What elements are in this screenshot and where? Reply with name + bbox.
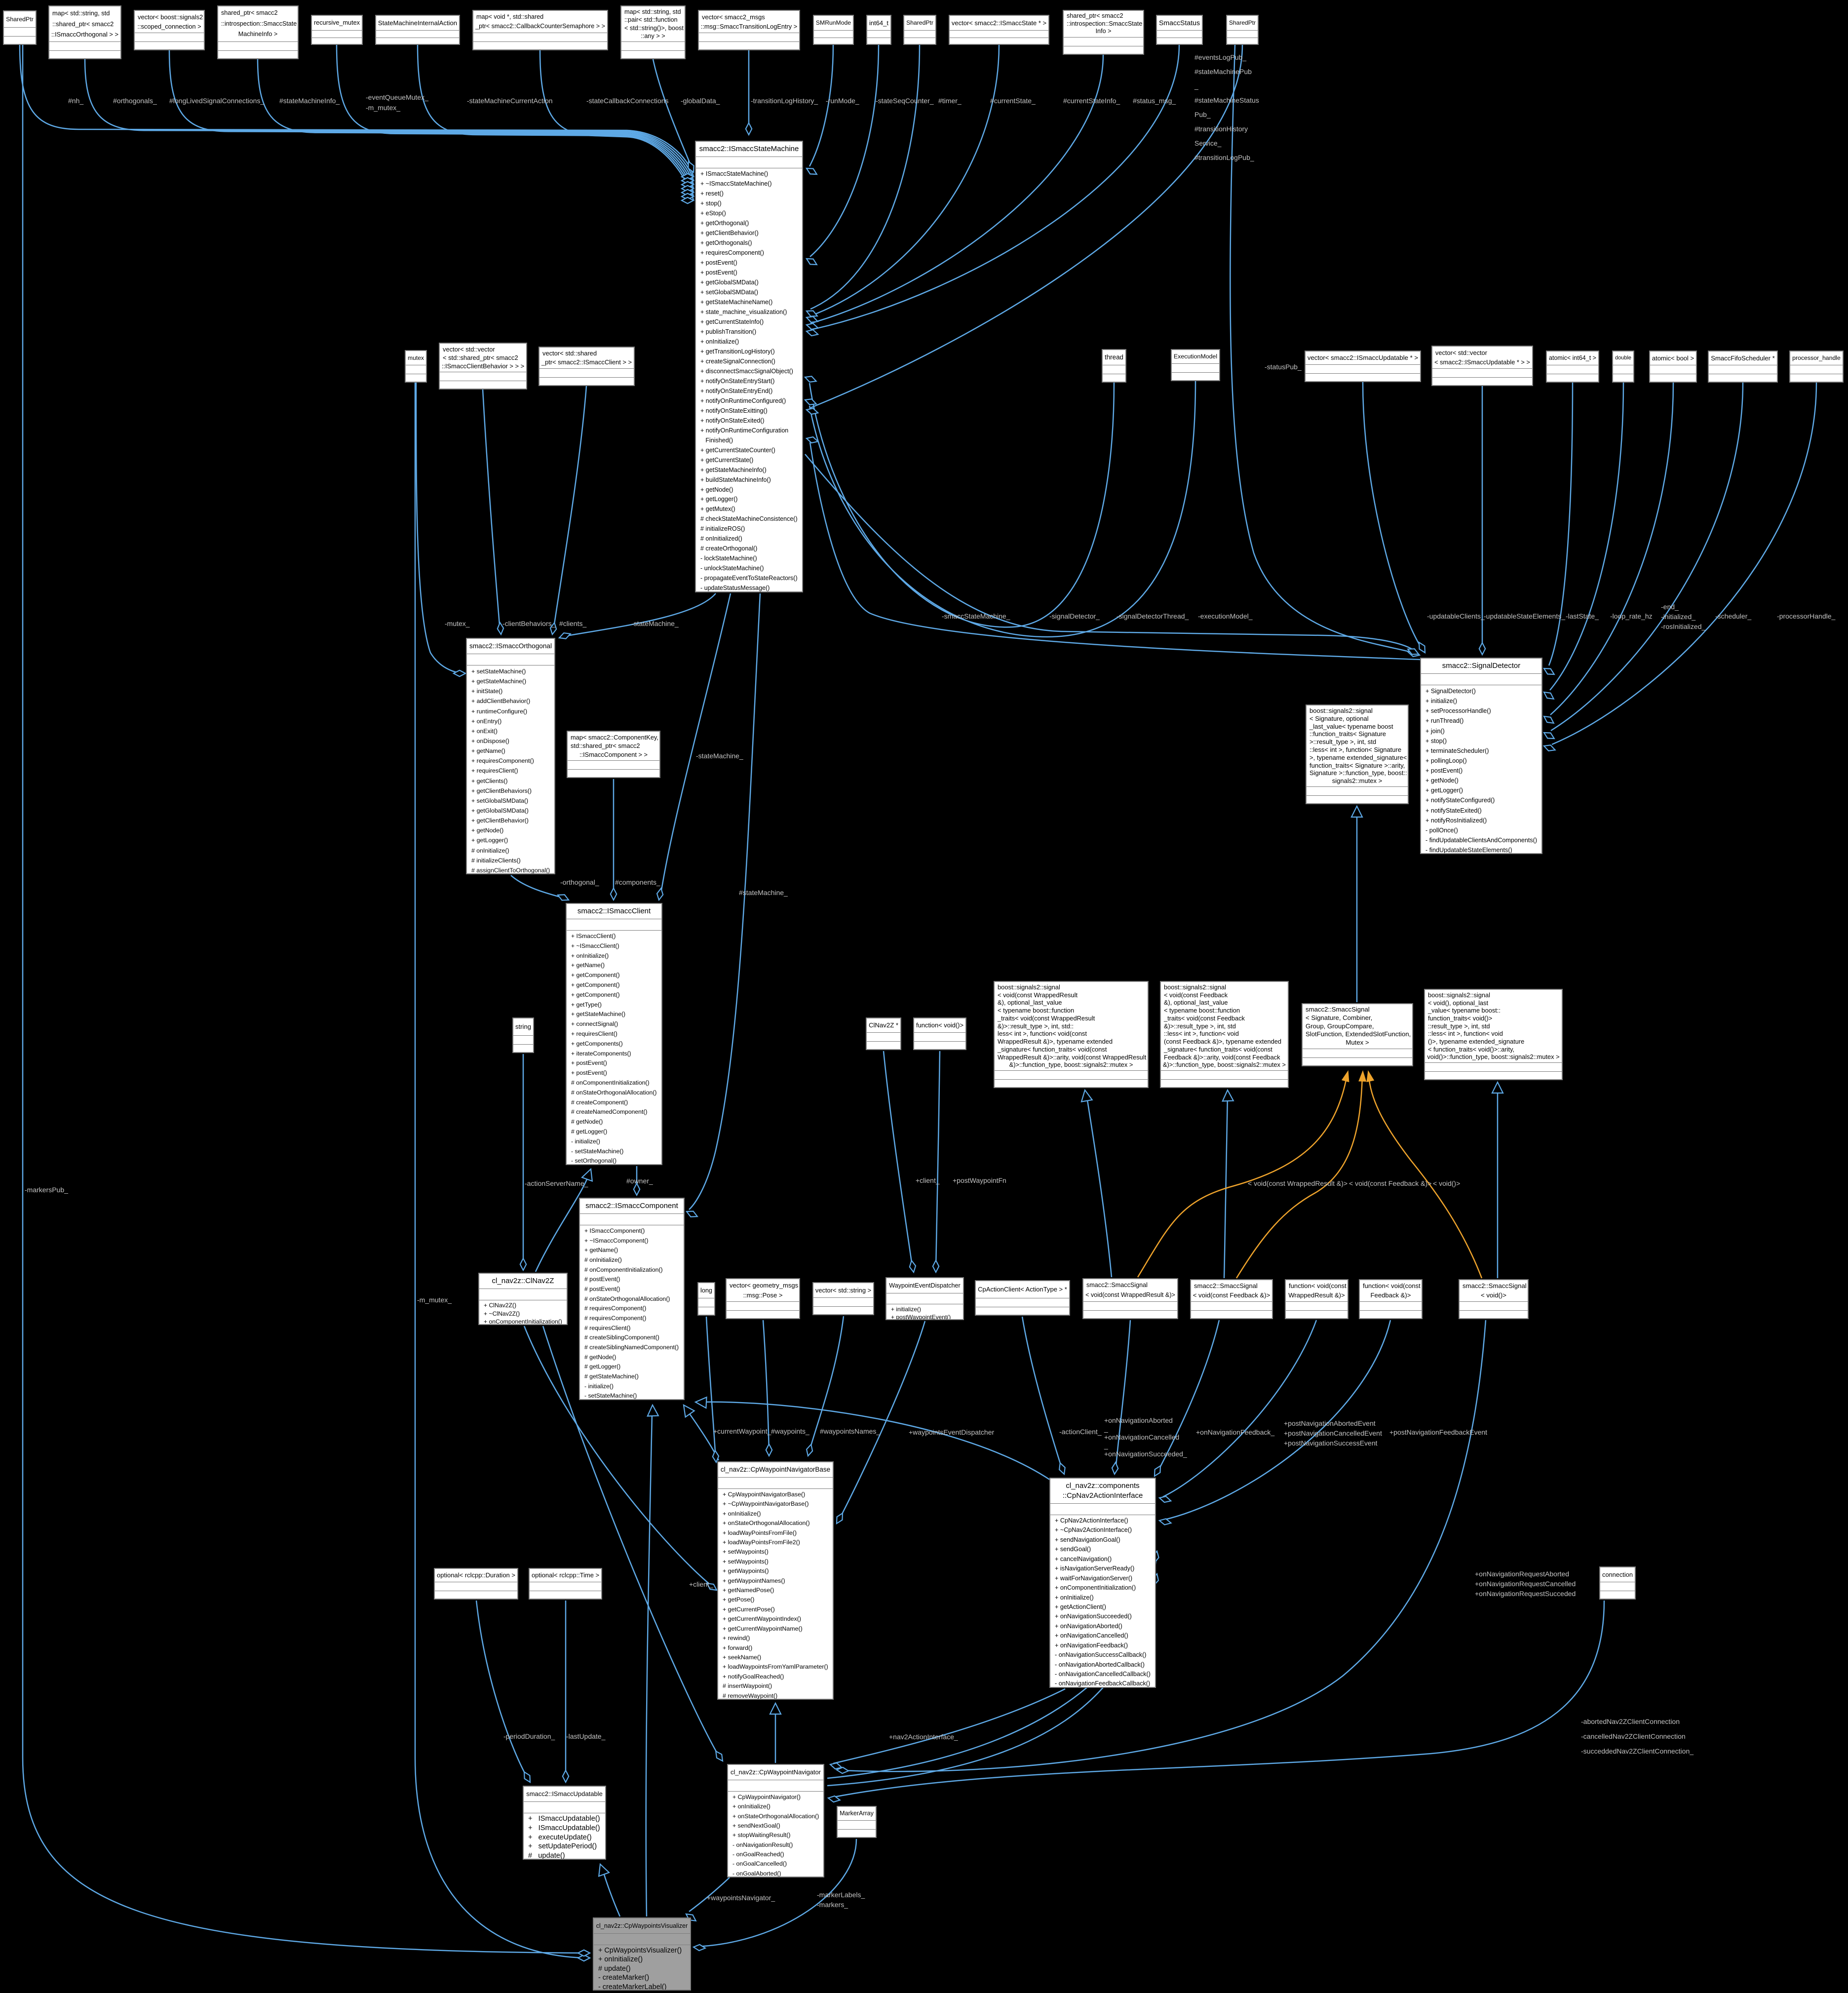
svg-text:-succeddedNav2ZClientConnectio: -succeddedNav2ZClientConnection_ [1581,1747,1694,1755]
svg-text:+nav2ActionInterface_: +nav2ActionInterface_ [889,1733,958,1741]
svg-text:+postNavigationAbortedEvent: +postNavigationAbortedEvent [1284,1419,1376,1427]
svg-text:+onNavigationRequestCancelled: +onNavigationRequestCancelled [1475,1580,1576,1588]
svg-text:#eventsLogPub_: #eventsLogPub_ [1194,53,1246,61]
svg-text:+currentWaypoint_: +currentWaypoint_ [713,1427,771,1435]
svg-text:+onNavigationCancelled: +onNavigationCancelled [1104,1433,1179,1441]
svg-text:< void()>: < void()> [1433,1179,1460,1187]
svg-text:-scheduler_: -scheduler_ [1715,612,1751,620]
svg-text:-stateCallbackConnections: -stateCallbackConnections [586,97,669,105]
svg-text:-stateSeqCounter_: -stateSeqCounter_ [876,97,934,105]
svg-text:#transitionLogPub_: #transitionLogPub_ [1194,154,1254,161]
svg-text:#nh_: #nh_ [68,97,83,105]
svg-text:-markers_: -markers_ [817,1901,848,1909]
svg-text:-cancelledNav2ZClientConnectio: -cancelledNav2ZClientConnection [1581,1732,1686,1740]
svg-text:+onNavigationSucceeded_: +onNavigationSucceeded_ [1104,1450,1187,1458]
svg-text:-signalDetectorThread_: -signalDetectorThread_ [1116,612,1189,620]
svg-text:-m_mutex_: -m_mutex_ [417,1296,452,1304]
svg-text:#waypointsNames_: #waypointsNames_ [820,1427,880,1435]
svg-text:+onNavigationAborted: +onNavigationAborted [1104,1416,1173,1424]
svg-text:#stateMachinePub: #stateMachinePub [1194,68,1252,76]
svg-text:-abortedNav2ZClientConnection: -abortedNav2ZClientConnection [1581,1718,1680,1725]
svg-text:-markersPub_: -markersPub_ [25,1186,68,1194]
svg-text:-periodDuration_: -periodDuration_ [503,1732,555,1740]
svg-text:-globalData_: -globalData_ [681,97,720,105]
svg-text:#stateMachineStatus: #stateMachineStatus [1194,96,1259,104]
svg-text:-markerLabels_: -markerLabels_ [817,1891,865,1899]
svg-text:-orthogonal_: -orthogonal_ [560,878,599,886]
svg-text:-rosInitialized_: -rosInitialized_ [1661,623,1705,630]
svg-text:_: _ [1104,1442,1108,1449]
svg-text:#components_: #components_ [615,878,660,886]
svg-text:-eventQueueMutex_: -eventQueueMutex_ [366,93,428,101]
svg-text:-actionServerName_: -actionServerName_ [525,1179,588,1187]
svg-text:+onNavigationFeedback_: +onNavigationFeedback_ [1196,1428,1274,1436]
svg-text:+postNavigationSuccessEvent: +postNavigationSuccessEvent [1284,1439,1378,1447]
svg-text:+waypointsEventDispatcher: +waypointsEventDispatcher [909,1428,994,1436]
svg-text:#orthogonals_: #orthogonals_ [113,97,157,105]
svg-text:+postNavigationFeedbackEvent: +postNavigationFeedbackEvent [1389,1428,1487,1436]
svg-text:-initialized_: -initialized_ [1661,613,1695,621]
svg-text:+client_: +client_ [916,1176,940,1184]
svg-text:-transitionLogHistory_: -transitionLogHistory_ [751,97,818,105]
svg-text:#stateMachine_: #stateMachine_ [739,889,788,897]
svg-text:-actionClient_: -actionClient_ [1059,1428,1102,1436]
svg-text:-processorHandle_: -processorHandle_ [1777,612,1835,620]
svg-text:#longLivedSignalConnections_: #longLivedSignalConnections_ [169,97,264,105]
svg-text:#timer_: #timer_ [938,97,962,105]
svg-text:+waypointsNavigator_: +waypointsNavigator_ [707,1894,775,1902]
svg-text:-m_mutex_: -m_mutex_ [366,104,400,112]
svg-text:+client_: +client_ [689,1580,713,1588]
svg-text:+onNavigationRequestAborted: +onNavigationRequestAborted [1475,1570,1569,1578]
svg-text:Service_: Service_ [1194,139,1222,147]
svg-text:-stateMachine_: -stateMachine_ [631,620,679,627]
svg-text:+postNavigationCancelledEvent: +postNavigationCancelledEvent [1284,1429,1382,1437]
svg-text:#transitionHistory: #transitionHistory [1194,125,1248,133]
svg-text:-clientBehaviors_: -clientBehaviors_ [502,620,556,627]
svg-text:_: _ [1194,82,1198,90]
svg-text:#stateMachineInfo_: #stateMachineInfo_ [279,97,340,105]
svg-text:-executionModel_: -executionModel_ [1198,612,1253,620]
svg-text:-lastState_: -lastState_ [1566,612,1599,620]
svg-text:-lastUpdate_: -lastUpdate_ [566,1732,606,1740]
svg-text:-statusPub_: -statusPub_ [1265,363,1302,371]
svg-text:-end_: -end_ [1661,603,1679,611]
svg-text:#owner_: #owner_ [626,1177,653,1185]
svg-text:-updatableStateElements_: -updatableStateElements_ [1484,612,1565,620]
svg-text:-loop_rate_hz: -loop_rate_hz [1610,612,1653,620]
svg-text:#waypoints_: #waypoints_ [771,1427,809,1435]
svg-text:#status_msg_: #status_msg_ [1133,97,1176,105]
svg-text:_: _ [1104,1425,1108,1433]
svg-text:< void(const WrappedResult &)>: < void(const WrappedResult &)> [1248,1179,1348,1187]
svg-text:-runMode_: -runMode_ [826,97,859,105]
svg-text:-stateMachine_: -stateMachine_ [696,752,743,760]
svg-text:-smaccStateMachine_: -smaccStateMachine_ [942,612,1010,620]
svg-text:#clients_: #clients_ [559,620,586,627]
svg-text:< void(const Feedback &)>: < void(const Feedback &)> [1349,1179,1431,1187]
svg-text:-signalDetector_: -signalDetector_ [1049,612,1100,620]
svg-text:#currentState_: #currentState_ [990,97,1036,105]
svg-text:-updatableClients_: -updatableClients_ [1427,612,1485,620]
svg-text:-mutex_: -mutex_ [445,620,470,627]
svg-text:#currentStateInfo_: #currentStateInfo_ [1063,97,1120,105]
svg-text:+postWaypointFn: +postWaypointFn [953,1176,1006,1184]
svg-text:+onNavigationRequestSucceded: +onNavigationRequestSucceded [1475,1590,1576,1598]
svg-text:-stateMachineCurrentAction: -stateMachineCurrentAction [467,97,553,105]
svg-text:Pub_: Pub_ [1194,111,1211,118]
